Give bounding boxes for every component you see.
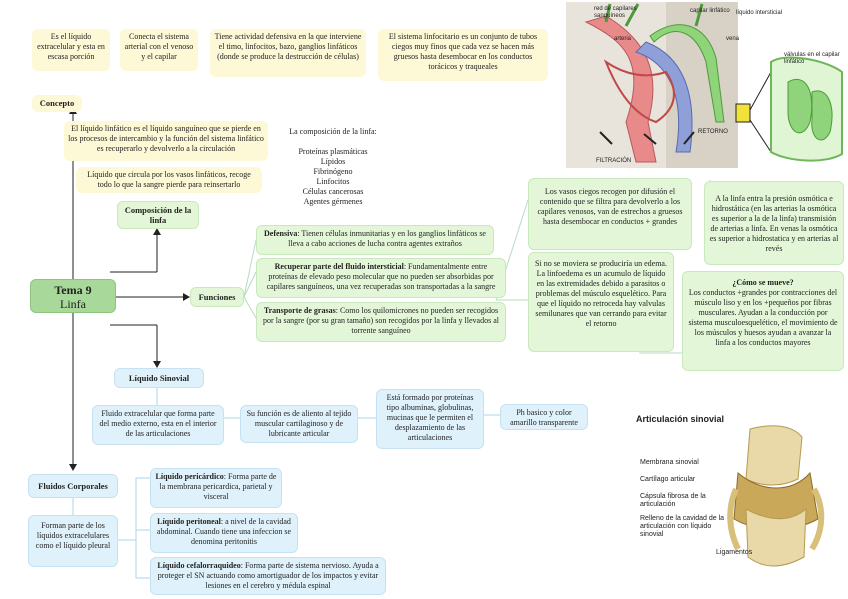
funcion-defensiva-text: : Tienen células inmunitarias y en los g… bbox=[288, 229, 486, 248]
top-note-1: Es el líquido extracelular y esta en esc… bbox=[32, 29, 110, 71]
concepto-desc-2: Líquido que circula por los vasos linfát… bbox=[76, 167, 262, 193]
lymph-label-arteria: arteria bbox=[614, 36, 632, 42]
sinovial-item-4: Ph basico y color amarillo transparente bbox=[500, 404, 588, 430]
sinovial-item-1: Fluido extracelular que forma parte del … bbox=[92, 405, 224, 445]
funcion-defensiva-title: Defensiva bbox=[264, 229, 298, 238]
concepto-desc-1-text: El líquido linfático es el líquido sangu… bbox=[68, 124, 264, 153]
synovial-joint-drawing bbox=[727, 425, 825, 567]
top-note-3: Tiene actividad defensiva en la que inte… bbox=[210, 29, 366, 77]
tema-node: Tema 9 Linfa bbox=[30, 279, 116, 313]
funcion-recuperar-title: Recuperar parte del fluido intersticial bbox=[274, 262, 404, 271]
top-note-4-text: El sistema linfocitario es un conjunto d… bbox=[388, 32, 538, 71]
sinovial-item-4-text: Ph basico y color amarillo transparente bbox=[510, 408, 578, 427]
funcion-transporte-text: : Como los quilomicrones no pueden ser r… bbox=[263, 306, 499, 335]
tema-subtitle: Linfa bbox=[60, 297, 86, 311]
synovial-joint-illustration: Articulación sinovial Membrana sinovial … bbox=[632, 409, 848, 597]
composicion-item: Lípidos bbox=[320, 157, 346, 166]
note-vasos-ciegos-text: Los vasos ciegos recogen por difusión el… bbox=[537, 187, 683, 226]
note-presion: A la linfa entra la presión osmótica e h… bbox=[704, 181, 844, 265]
joint-label-cartilago: Cartílago articular bbox=[640, 476, 696, 483]
fluido-cefalorraquideo-title: Líquido cefalorraquideo bbox=[157, 561, 241, 570]
composicion-list: La composición de la linfa: Proteínas pl… bbox=[276, 124, 390, 214]
composicion-item: Linfocitos bbox=[316, 177, 350, 186]
sinovial-label: Líquido Sinovial bbox=[114, 368, 204, 388]
note-movimiento-text: Los conductos +grandes por contracciones… bbox=[688, 288, 838, 347]
note-movimiento-title: ¿Cómo se mueve? bbox=[732, 278, 794, 287]
sinovial-item-2: Su función es de aliento al tejido muscu… bbox=[240, 405, 358, 443]
sinovial-item-2-text: Su función es de aliento al tejido muscu… bbox=[246, 409, 352, 438]
lymph-capillary-drawing bbox=[566, 2, 843, 168]
fluido-peritoneal-text: : a nivel de la cavidad abdominal. Cuand… bbox=[156, 517, 292, 546]
joint-label-ligamentos: Ligamentos bbox=[716, 549, 753, 556]
joint-label-membrana: Membrana sinovial bbox=[640, 459, 699, 466]
lymph-label-filtracion: FILTRACIÓN bbox=[596, 158, 632, 164]
sinovial-item-3-text: Está formado por proteínas tipo albumina… bbox=[386, 393, 474, 442]
fluido-pericardico-title: Líquido pericárdico bbox=[155, 472, 224, 481]
lymph-capillary-illustration: red de capilares sanguíneos capilar linf… bbox=[566, 2, 846, 168]
fluido-cefalorraquideo-text: : Forma parte de sistema nervioso. Ayuda… bbox=[157, 561, 379, 590]
lymph-label-valvulas: válvulas en el capilar linfático bbox=[784, 52, 840, 65]
synovial-figure-title: Articulación sinovial bbox=[636, 414, 725, 424]
composicion-item: Agentes gérmenes bbox=[303, 197, 363, 206]
funcion-recuperar: Recuperar parte del fluido intersticial:… bbox=[256, 258, 506, 298]
note-presion-text: A la linfa entra la presión osmótica e h… bbox=[709, 194, 839, 253]
funcion-defensiva: Defensiva: Tienen células inmunitarias y… bbox=[256, 225, 494, 255]
note-edema: Si no se moviera se produciría un edema.… bbox=[528, 252, 674, 352]
lymph-label-red-capilares: red de capilares sanguíneos bbox=[594, 6, 637, 19]
note-movimiento: ¿Cómo se mueve? Los conductos +grandes p… bbox=[682, 271, 844, 371]
composicion-item: Proteínas plasmáticas bbox=[298, 147, 368, 156]
lymph-label-liquido-intersticial: líquido intersticial bbox=[736, 10, 783, 16]
fluidos-label: Fluidos Corporales bbox=[28, 474, 118, 498]
note-vasos-ciegos: Los vasos ciegos recogen por difusión el… bbox=[528, 178, 692, 250]
joint-label-capsula: Cápsula fibrosa de la articulación bbox=[640, 493, 706, 508]
fluido-pericardico-text: : Forma parte de la membrana pericardica… bbox=[159, 472, 277, 501]
lymph-label-vena: vena bbox=[726, 36, 740, 42]
concepto-label: Concepto bbox=[32, 95, 82, 112]
composicion-label: Composición de la linfa bbox=[117, 201, 199, 229]
fluido-cefalorraquideo: Líquido cefalorraquideo: Forma parte de … bbox=[150, 557, 386, 595]
fluido-pericardico: Líquido pericárdico: Forma parte de la m… bbox=[150, 468, 282, 508]
sinovial-item-3: Está formado por proteínas tipo albumina… bbox=[376, 389, 484, 449]
top-note-2-text: Conecta el sistema arterial con el venos… bbox=[124, 32, 194, 61]
note-edema-text: Si no se moviera se produciría un edema.… bbox=[535, 259, 667, 328]
concepto-desc-1: El líquido linfático es el líquido sangu… bbox=[64, 121, 268, 161]
fluido-peritoneal: Líquido peritoneal: a nivel de la cavida… bbox=[150, 513, 298, 553]
fluido-peritoneal-title: Líquido peritoneal bbox=[157, 517, 221, 526]
composicion-title: La composición de la linfa: bbox=[289, 127, 377, 136]
sinovial-item-1-text: Fluido extracelular que forma parte del … bbox=[99, 409, 217, 438]
funcion-transporte: Transporte de grasas: Como los quilomicr… bbox=[256, 302, 506, 342]
top-note-4: El sistema linfocitario es un conjunto d… bbox=[378, 29, 548, 81]
top-note-1-text: Es el líquido extracelular y esta en esc… bbox=[37, 32, 105, 61]
composicion-item: Células cancerosas bbox=[302, 187, 364, 196]
top-note-2: Conecta el sistema arterial con el venos… bbox=[120, 29, 198, 71]
funcion-transporte-title: Transporte de grasas bbox=[263, 306, 336, 315]
fluidos-desc: Forman parte de los líquidos extracelula… bbox=[28, 515, 118, 567]
composicion-item: Fibrinógeno bbox=[313, 167, 353, 176]
fluidos-desc-text: Forman parte de los líquidos extracelula… bbox=[35, 521, 111, 550]
concepto-desc-2-text: Líquido que circula por los vasos linfát… bbox=[87, 170, 251, 189]
funcion-recuperar-text: : Fundamentalmente entre proteínas de el… bbox=[266, 262, 496, 291]
lymph-label-retorno: RETORNO bbox=[698, 129, 728, 135]
tema-title: Tema 9 bbox=[54, 283, 92, 297]
top-note-3-text: Tiene actividad defensiva en la que inte… bbox=[214, 32, 362, 61]
lymph-label-capilar-linfatico: capilar linfático bbox=[690, 8, 730, 14]
funciones-label: Funciones bbox=[190, 287, 244, 307]
joint-label-relleno: Relleno de la cavidad de la articulación… bbox=[640, 515, 725, 538]
